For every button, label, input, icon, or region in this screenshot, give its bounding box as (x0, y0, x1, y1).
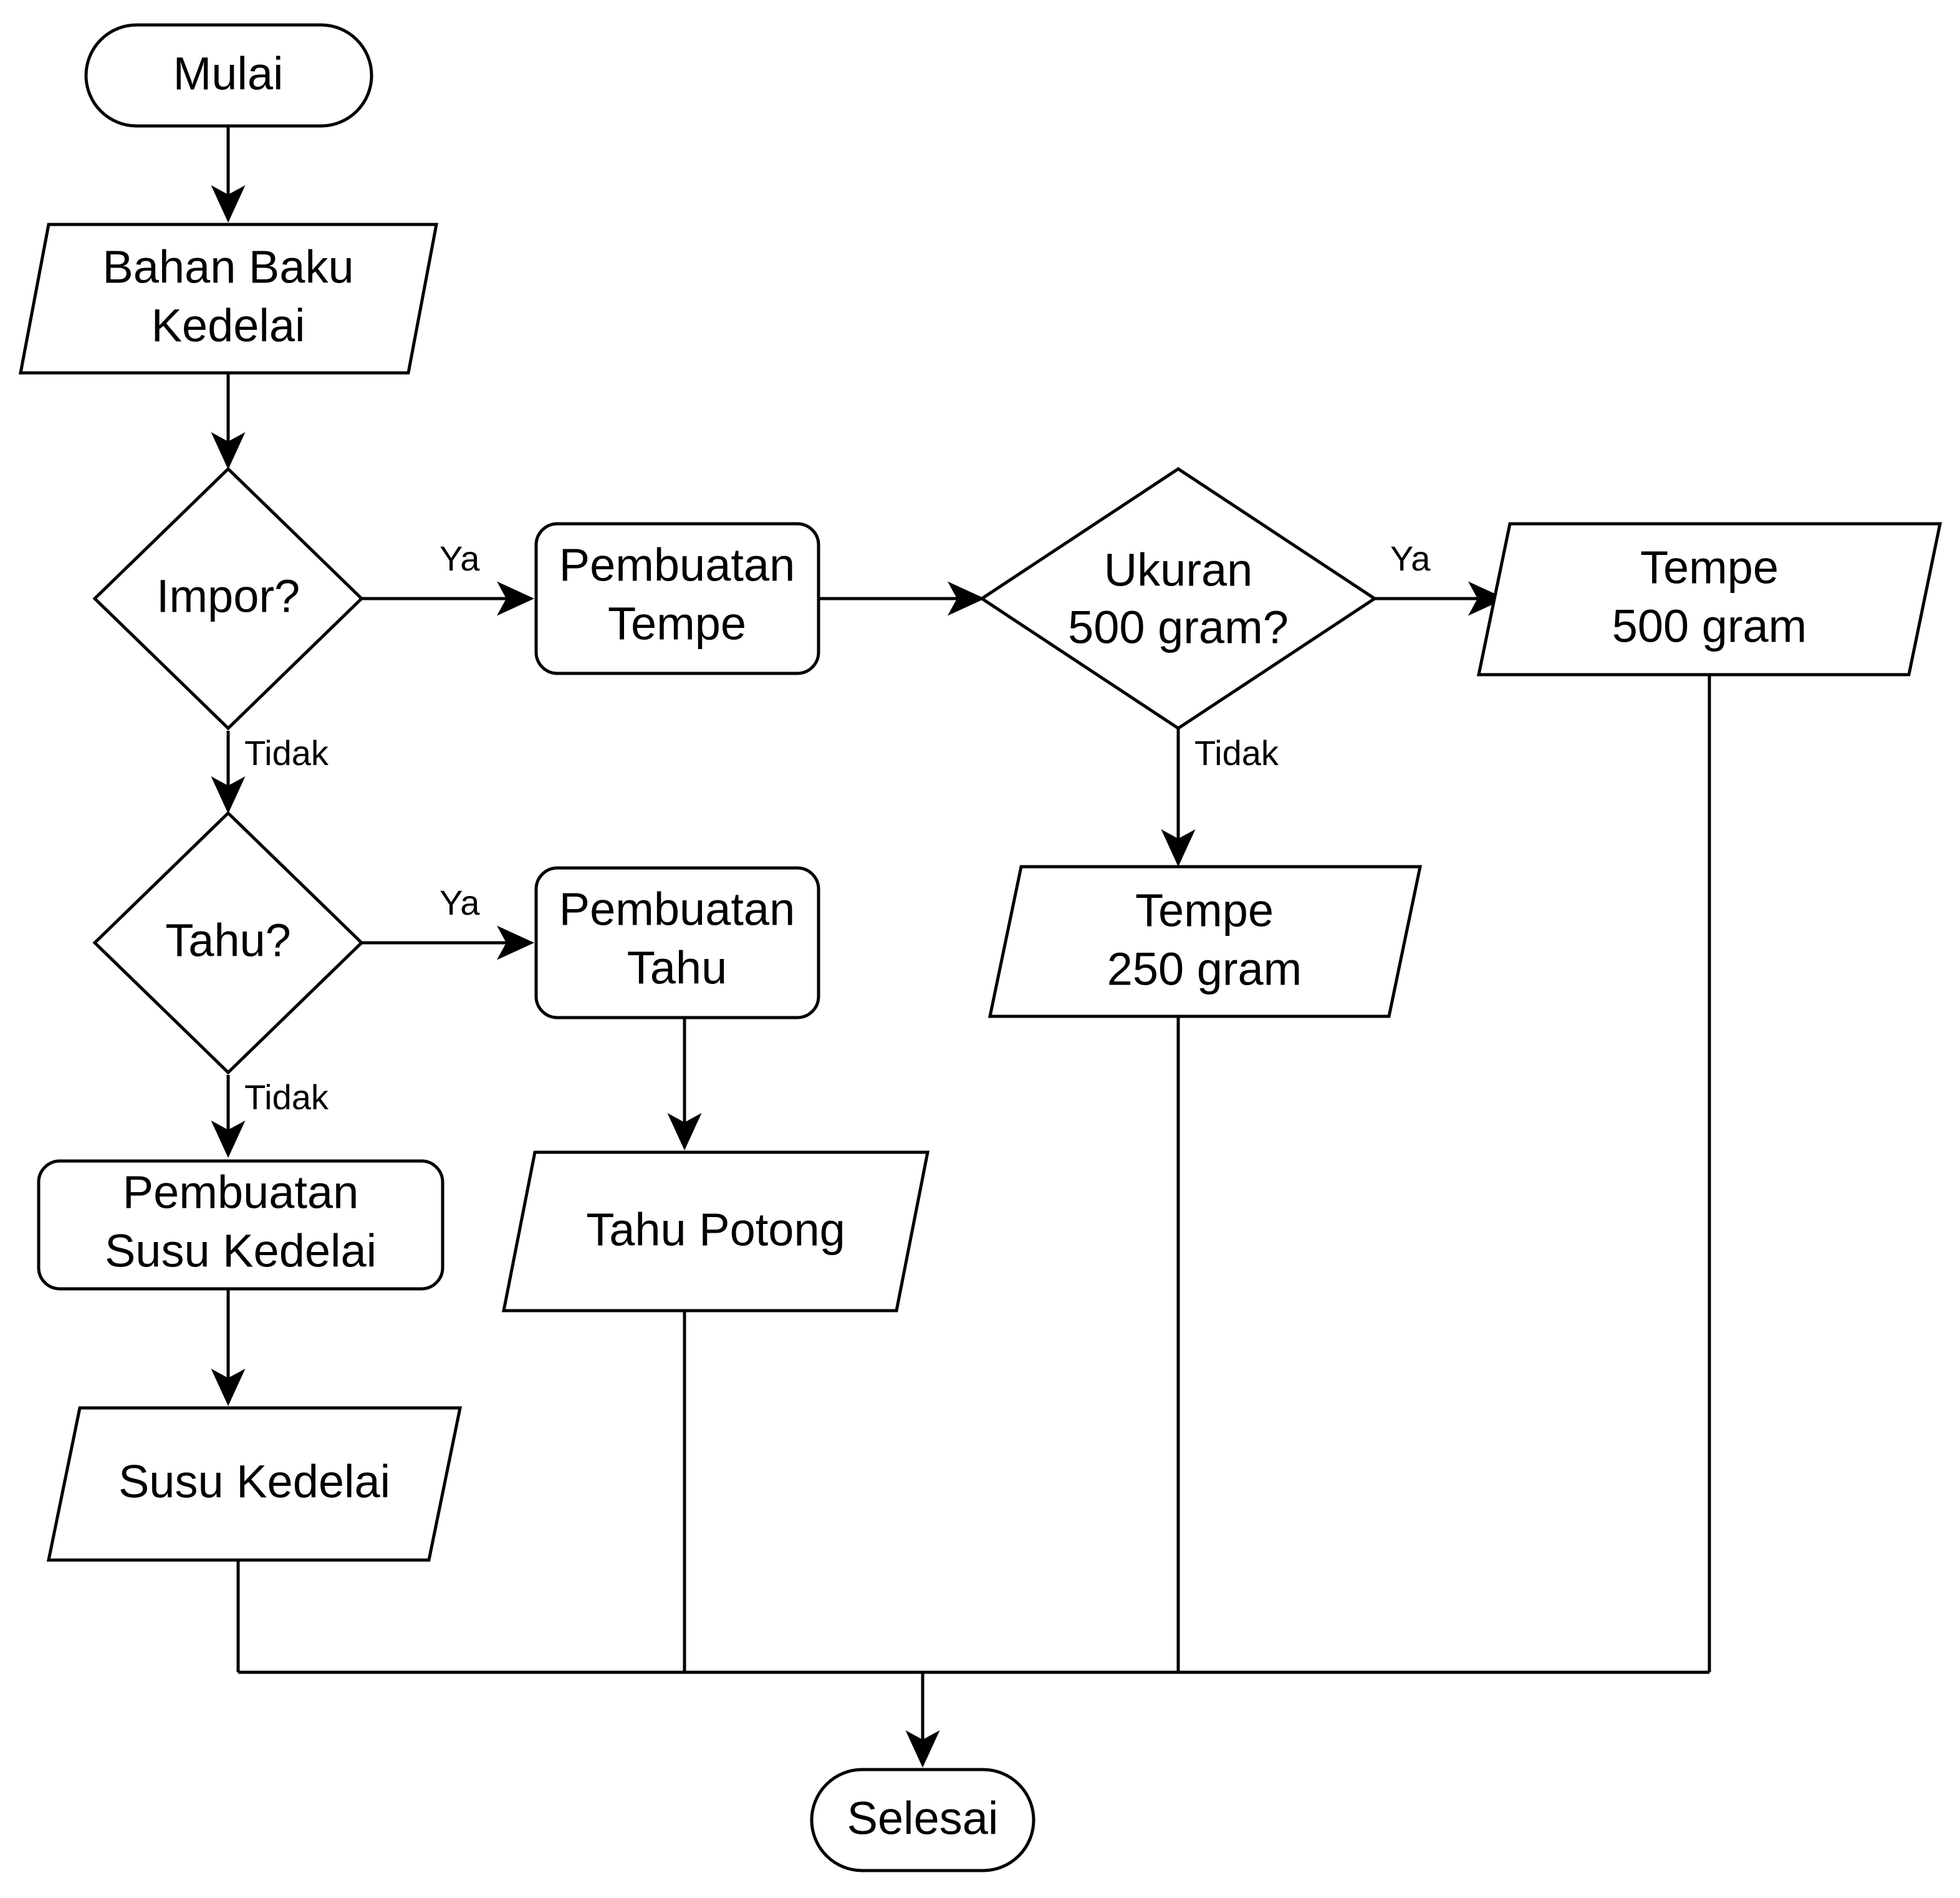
node-ukuran-decision[interactable]: Ukuran 500 gram? (979, 467, 1378, 730)
selesai-label: Selesai (847, 1793, 999, 1844)
node-mulai[interactable]: Mulai (84, 23, 373, 128)
node-pembuatan-tempe[interactable]: Pembuatan Tempe (534, 522, 820, 675)
bahan-baku-kedelai-label-line2: Kedelai (151, 300, 305, 352)
node-tahu-decision[interactable]: Tahu? (92, 811, 364, 1075)
node-tahu-potong[interactable]: Tahu Potong (501, 1150, 930, 1313)
pembuatan-tempe-label-line2: Tempe (608, 598, 746, 650)
mulai-shape (84, 23, 373, 128)
pembuatan-tempe-shape (534, 522, 820, 675)
pembuatan-tempe-label-line1: Pembuatan (559, 539, 795, 591)
node-susu-kedelai[interactable]: Susu Kedelai (46, 1406, 463, 1562)
edge-label-impor-tidak: Tidak (244, 733, 329, 773)
pembuatan-tahu-label-line1: Pembuatan (559, 884, 795, 935)
edge-label-ukuran-ya: Ya (1390, 539, 1431, 578)
edge-label-ukuran-tidak: Tidak (1194, 733, 1279, 773)
mulai-label: Mulai (173, 48, 284, 100)
edge-label-tahu-tidak: Tidak (244, 1077, 329, 1117)
ukuran-decision-label-line1: Ukuran (1104, 544, 1253, 596)
selesai-shape (810, 1768, 1035, 1872)
edge-label-tahu-ya: Ya (440, 883, 480, 922)
pembuatan-tahu-shape (534, 866, 820, 1019)
node-impor-decision[interactable]: Impor? (92, 466, 364, 731)
pembuatan-susu-kedelai-label-line2: Susu Kedelai (105, 1225, 377, 1277)
pembuatan-susu-kedelai-shape (37, 1159, 444, 1291)
tempe-500-gram-label-line1: Tempe (1640, 542, 1779, 594)
susu-kedelai-shape (46, 1406, 463, 1562)
node-pembuatan-susu-kedelai[interactable]: Pembuatan Susu Kedelai (37, 1159, 444, 1291)
node-pembuatan-tahu[interactable]: Pembuatan Tahu (534, 866, 820, 1019)
susu-kedelai-label: Susu Kedelai (118, 1456, 390, 1508)
pembuatan-tahu-label-line2: Tahu (627, 942, 727, 994)
tempe-500-gram-shape (1476, 522, 1943, 677)
tahu-decision-shape (92, 811, 364, 1075)
node-tempe-250-gram[interactable]: Tempe 250 gram (987, 865, 1423, 1018)
tahu-potong-label: Tahu Potong (586, 1204, 845, 1256)
ukuran-decision-label-line2: 500 gram? (1068, 602, 1289, 653)
tempe-250-gram-label-line1: Tempe (1135, 885, 1274, 937)
edge-label-impor-ya: Ya (440, 539, 480, 578)
pembuatan-susu-kedelai-label-line1: Pembuatan (123, 1167, 359, 1218)
tahu-potong-shape (501, 1150, 930, 1313)
impor-decision-label: Impor? (156, 571, 300, 622)
bahan-baku-kedelai-label-line1: Bahan Baku (102, 241, 353, 293)
node-bahan-baku-kedelai[interactable]: Bahan Baku Kedelai (18, 223, 439, 375)
ukuran-decision-shape (979, 467, 1378, 730)
tempe-500-gram-label-line2: 500 gram (1612, 600, 1807, 652)
node-selesai[interactable]: Selesai (810, 1768, 1035, 1872)
impor-decision-shape (92, 466, 364, 731)
tempe-250-gram-shape (987, 865, 1423, 1018)
node-tempe-500-gram[interactable]: Tempe 500 gram (1476, 522, 1943, 677)
tahu-decision-label: Tahu? (165, 915, 291, 966)
tempe-250-gram-label-line2: 250 gram (1107, 943, 1302, 995)
bahan-baku-kedelai-shape (18, 223, 439, 375)
